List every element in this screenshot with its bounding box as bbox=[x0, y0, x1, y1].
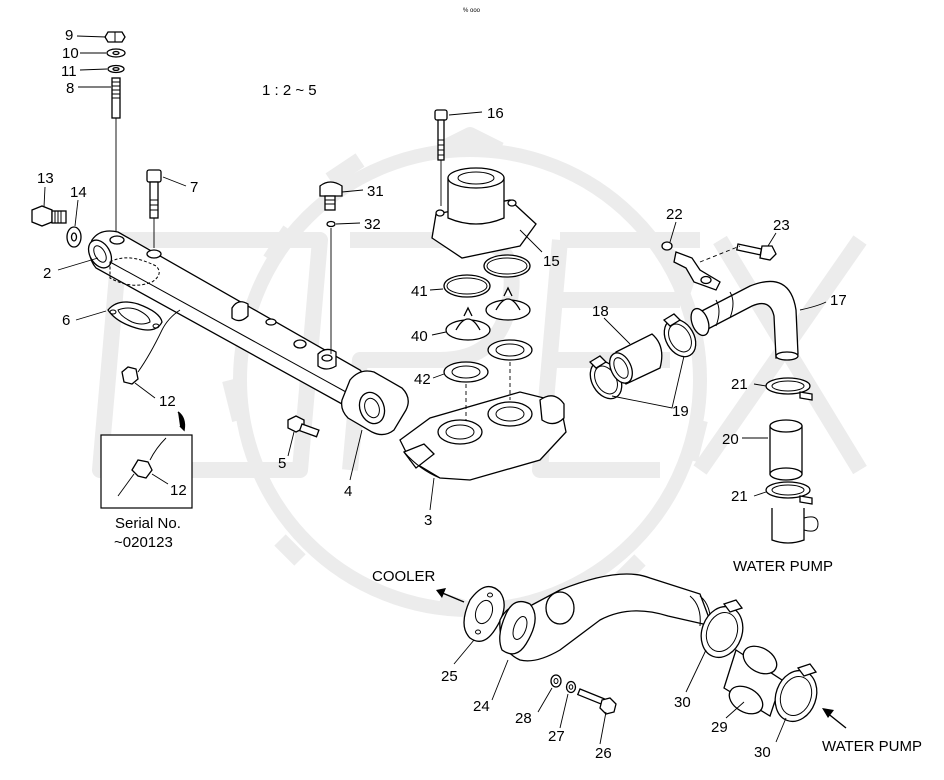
label-19: 19 bbox=[672, 403, 689, 420]
hose-clamp-30b bbox=[774, 663, 818, 723]
label-28: 28 bbox=[515, 710, 532, 727]
label-29: 29 bbox=[711, 719, 728, 736]
label-22: 22 bbox=[666, 206, 683, 223]
thermostat-cover-15 bbox=[431, 167, 537, 259]
label-21a: 21 bbox=[731, 376, 748, 393]
label-26: 26 bbox=[595, 745, 612, 762]
stud-8 bbox=[111, 77, 121, 232]
temperature-sensor-12 bbox=[121, 309, 181, 385]
label-9: 9 bbox=[65, 27, 73, 44]
serial-value: ~020123 bbox=[114, 534, 173, 551]
label-5: 5 bbox=[278, 455, 286, 472]
bracket-22 bbox=[661, 241, 721, 291]
bolt-23 bbox=[699, 243, 777, 263]
watermark-text: OPEX bbox=[300, 139, 303, 141]
label-7: 7 bbox=[190, 179, 198, 196]
hose-clamp-19b bbox=[662, 313, 697, 358]
label-10: 10 bbox=[62, 45, 79, 62]
lock-washer-11 bbox=[107, 64, 125, 74]
label-31: 31 bbox=[367, 183, 384, 200]
label-14: 14 bbox=[70, 184, 87, 201]
bolt-26 bbox=[576, 688, 617, 715]
cooler-arrow-icon bbox=[436, 588, 446, 598]
plug-31 bbox=[319, 181, 343, 211]
label-12b: 12 bbox=[170, 482, 187, 499]
thermostat-40a bbox=[445, 306, 491, 341]
label-12a: 12 bbox=[159, 393, 176, 410]
label-2: 2 bbox=[43, 265, 51, 282]
label-23: 23 bbox=[773, 217, 790, 234]
hose-clamp-21a bbox=[765, 377, 813, 401]
bolt-7 bbox=[146, 169, 162, 248]
o-ring-41a bbox=[443, 274, 491, 298]
hose-18 bbox=[609, 333, 663, 385]
nut-9 bbox=[104, 31, 126, 43]
o-ring-41b bbox=[483, 254, 531, 278]
label-15: 15 bbox=[543, 253, 560, 270]
water-pump-label-lower: WATER PUMP bbox=[822, 738, 922, 755]
label-17: 17 bbox=[830, 292, 847, 309]
label-6: 6 bbox=[62, 312, 70, 329]
gasket-42b bbox=[487, 339, 533, 361]
label-13: 13 bbox=[37, 170, 54, 187]
hose-clamp-30a bbox=[700, 599, 744, 659]
washer-28 bbox=[550, 674, 562, 688]
label-27: 27 bbox=[548, 728, 565, 745]
plug-13 bbox=[31, 205, 67, 227]
thermostat-40b bbox=[485, 286, 531, 321]
label-4: 4 bbox=[344, 483, 352, 500]
label-42: 42 bbox=[414, 371, 431, 388]
washer-14 bbox=[66, 226, 82, 248]
label-18: 18 bbox=[592, 303, 609, 320]
hose-clamp-21b bbox=[765, 481, 813, 505]
gasket-42a bbox=[443, 361, 489, 383]
label-24: 24 bbox=[473, 698, 490, 715]
label-11: 11 bbox=[61, 63, 77, 80]
gasket-6 bbox=[107, 301, 163, 331]
label-40: 40 bbox=[411, 328, 428, 345]
label-3: 3 bbox=[424, 512, 432, 529]
label-21b: 21 bbox=[731, 488, 748, 505]
label-20: 20 bbox=[722, 431, 739, 448]
water-pump-label-upper: WATER PUMP bbox=[733, 558, 833, 575]
label-16: 16 bbox=[487, 105, 504, 122]
washer-27 bbox=[565, 680, 577, 694]
part-number-labels: 9 10 11 8 13 14 7 31 32 16 2 6 15 41 40 … bbox=[37, 27, 847, 762]
serial-inset-box bbox=[100, 411, 193, 509]
thermostat-housing-3 bbox=[399, 391, 567, 481]
water-pipe-24 bbox=[499, 573, 714, 662]
serial-label: Serial No. bbox=[115, 515, 181, 532]
bolt-5 bbox=[287, 415, 320, 438]
water-pump-inlet-stub bbox=[771, 508, 819, 544]
water-pipe-17 bbox=[690, 280, 799, 361]
washer-10 bbox=[106, 48, 126, 58]
label-32: 32 bbox=[364, 216, 381, 233]
flange-4 bbox=[340, 370, 409, 436]
cooler-label: COOLER bbox=[372, 568, 436, 585]
water-pump-arrow-icon bbox=[822, 708, 834, 718]
label-8: 8 bbox=[66, 80, 74, 97]
label-41: 41 bbox=[411, 283, 428, 300]
gasket-25 bbox=[463, 585, 505, 642]
ratio-label: 1 : 2 ~ 5 bbox=[262, 82, 317, 99]
label-30a: 30 bbox=[674, 694, 691, 711]
hose-20 bbox=[769, 419, 803, 481]
top-mark: % ooo bbox=[463, 8, 481, 14]
label-25: 25 bbox=[441, 668, 458, 685]
hose-29 bbox=[723, 645, 783, 717]
bolt-16 bbox=[434, 109, 448, 206]
label-30b: 30 bbox=[754, 744, 771, 761]
o-ring-32 bbox=[326, 220, 336, 228]
